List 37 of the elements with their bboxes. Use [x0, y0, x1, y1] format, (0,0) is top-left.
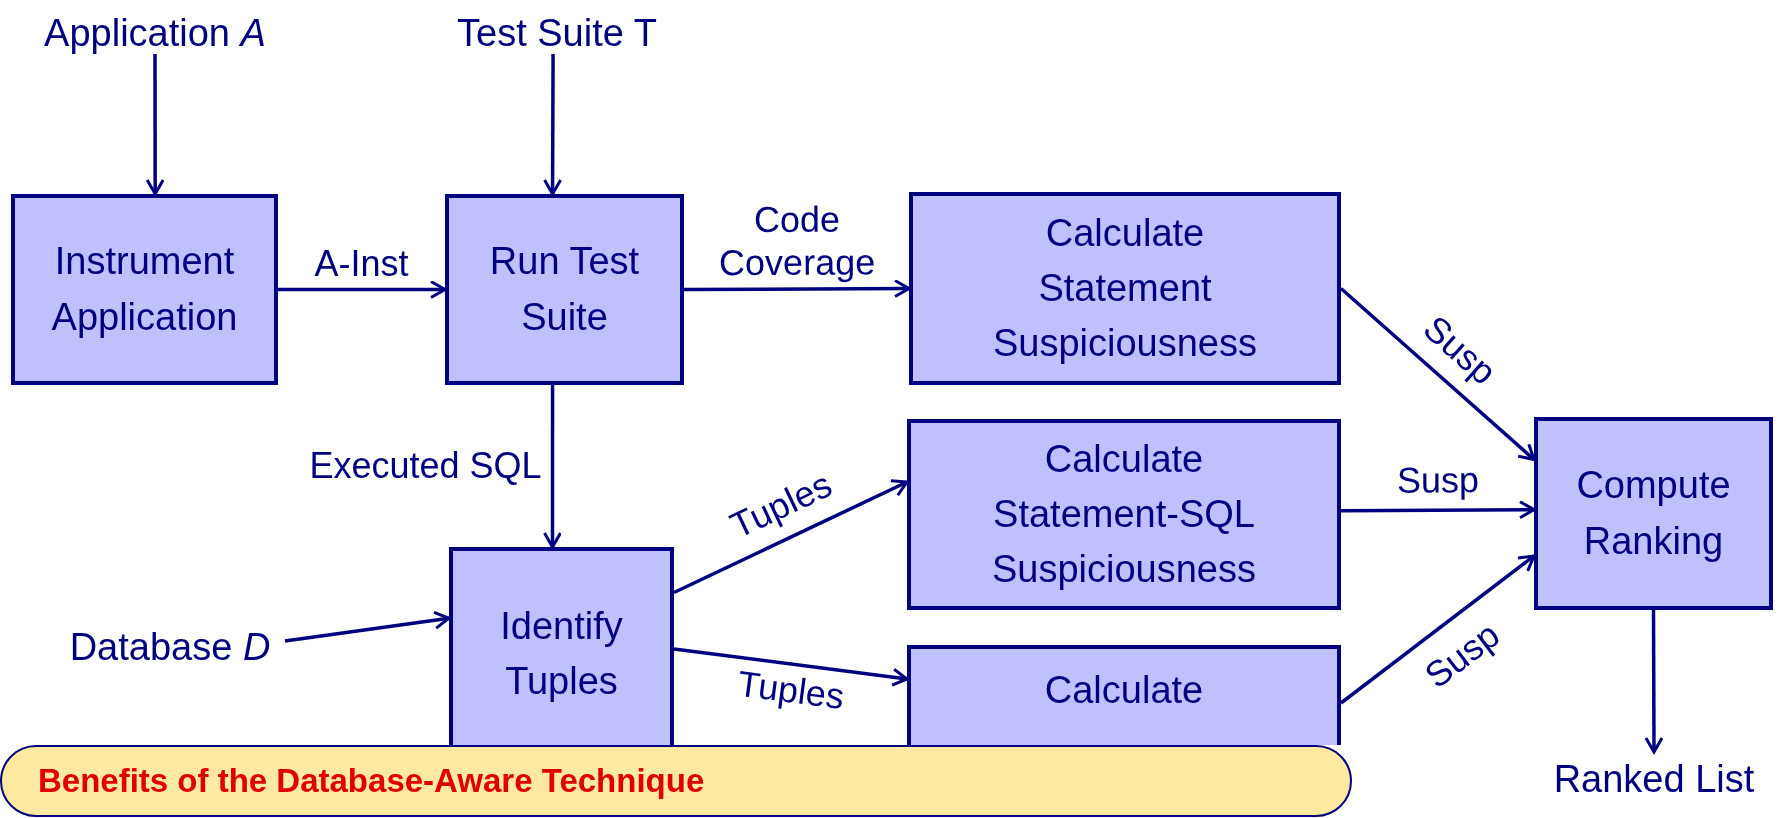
input-label: Application A: [20, 6, 290, 54]
process-box: [907, 419, 1341, 610]
edge-label: Susp: [1415, 613, 1508, 698]
callout-title: Benefits of the Database-Aware Technique: [38, 762, 705, 800]
edge-label: Code Coverage: [717, 197, 876, 285]
arrow: [1644, 610, 1664, 754]
arrow: [145, 54, 165, 196]
arrow: [673, 479, 909, 595]
edge-label: Executed SQL: [309, 444, 542, 488]
input-label: Ranked List: [1529, 752, 1779, 800]
arrow: [543, 54, 563, 196]
box-label: Calculate Statement Suspiciousness: [991, 210, 1258, 367]
process-box: [449, 547, 674, 745]
process-box: [1534, 417, 1773, 610]
box-label: Instrument Application: [50, 239, 239, 340]
edge-label: Tuples: [723, 462, 838, 548]
box-label: Calculate Statement-SQL Suspiciousness: [990, 436, 1257, 593]
edge-label: A-Inst: [314, 241, 409, 286]
arrow: [1341, 500, 1536, 520]
box-label: Calculate: [1043, 668, 1205, 713]
box-label: Identify Tuples: [499, 604, 624, 705]
process-box: [909, 192, 1341, 385]
arrow: [278, 280, 447, 299]
input-label: Test Suite T: [427, 6, 687, 54]
callout-box: [0, 745, 1352, 817]
arrow: [543, 385, 562, 549]
box-label: Compute Ranking: [1575, 463, 1732, 564]
edge-label: Susp: [1396, 458, 1479, 502]
process-box: [11, 194, 278, 385]
input-label: Database D: [55, 620, 285, 720]
process-box: [907, 645, 1341, 745]
edge-label: Tuples: [734, 661, 847, 719]
box-label: Run Test Suite: [488, 239, 641, 340]
arrow: [284, 610, 451, 643]
arrow: [673, 647, 909, 687]
process-box: [445, 194, 684, 385]
arrow: [684, 279, 911, 299]
